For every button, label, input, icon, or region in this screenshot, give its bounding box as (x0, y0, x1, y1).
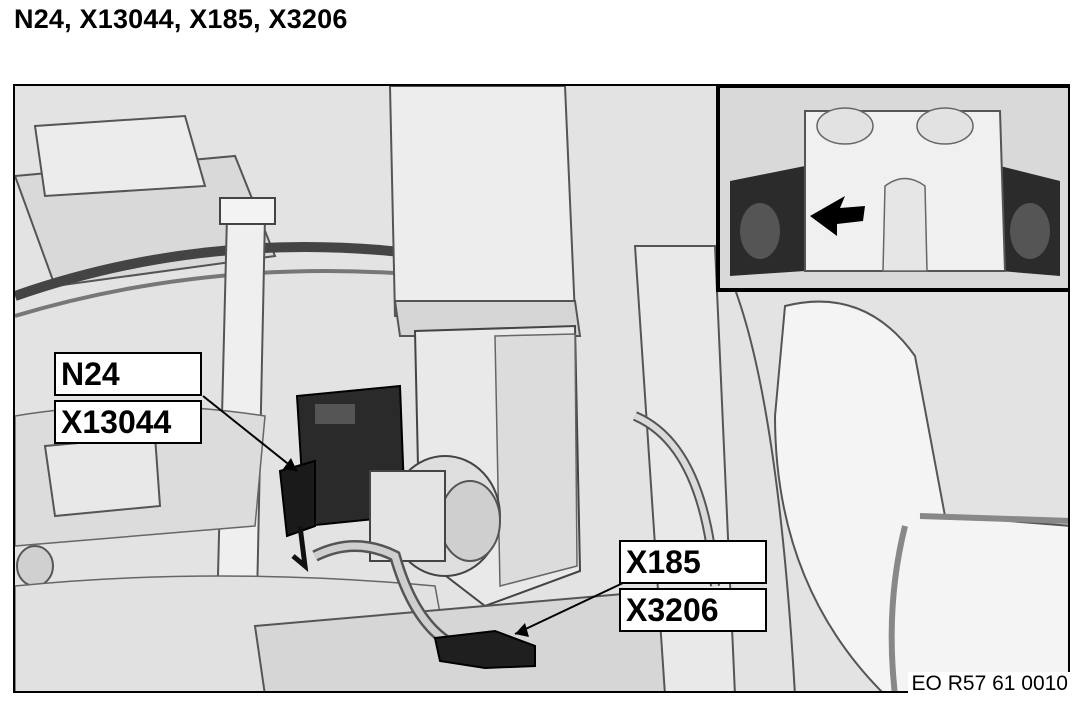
illustration-frame (13, 84, 1070, 693)
callout-x185: X185 (619, 540, 767, 584)
figure-reference-code: EO R57 61 0010 (907, 672, 1072, 696)
vehicle-interior-illustration (15, 86, 1068, 691)
page-title: N24, X13044, X185, X3206 (14, 4, 348, 34)
callout-n24: N24 (54, 352, 202, 396)
callout-x13044: X13044 (54, 400, 202, 444)
callout-x3206: X3206 (619, 588, 767, 632)
